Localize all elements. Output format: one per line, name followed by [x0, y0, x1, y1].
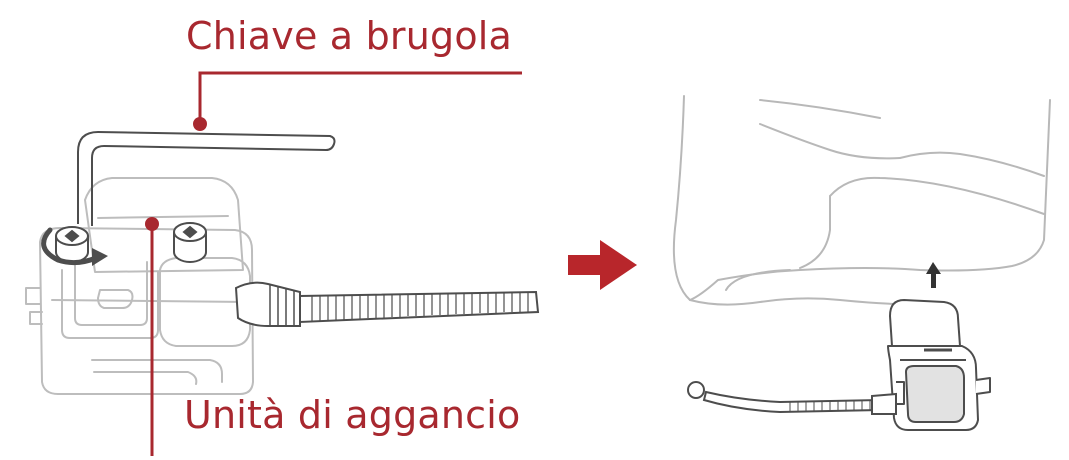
allen-key-label: Chiave a brugola — [186, 14, 513, 58]
clamp-unit-label: Unità di aggancio — [184, 393, 521, 437]
allen-key-marker — [193, 117, 207, 131]
allen-key — [77, 131, 336, 226]
clamp-unit-illustration — [25, 177, 254, 395]
right-arrow-icon — [568, 240, 637, 290]
boom-mic-right — [687, 381, 897, 415]
screw-left — [55, 226, 89, 263]
screw-right — [173, 222, 207, 263]
boom-mic-left — [234, 281, 540, 327]
curved-arrow-icon — [41, 227, 108, 266]
clamp-unit-marker — [145, 217, 159, 231]
helmet-illustration — [672, 95, 1051, 306]
callout-lines — [150, 71, 522, 456]
clamp-unit-right — [887, 299, 991, 431]
up-arrow-icon — [926, 262, 941, 288]
